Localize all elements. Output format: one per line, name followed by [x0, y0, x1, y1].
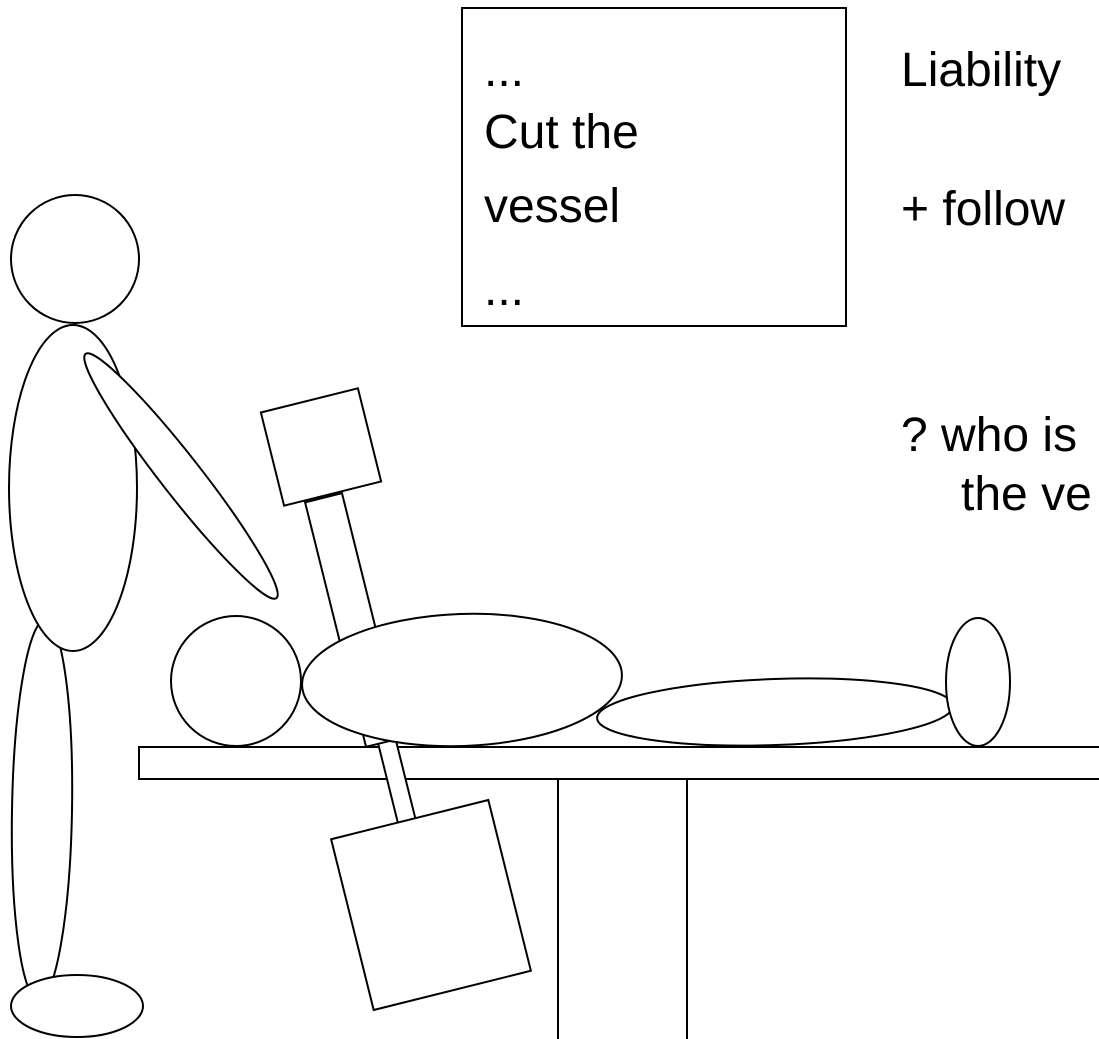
robot-base-box — [329, 798, 533, 1012]
instruction-note-box: ... Cut the vessel ... — [461, 7, 847, 327]
robot-tool-head — [259, 387, 383, 507]
side-text-the-vessel: the ve — [961, 468, 1092, 521]
surgeon-leg — [10, 619, 74, 1001]
patient-foot — [945, 617, 1011, 747]
table-leg — [557, 778, 688, 1039]
patient-head — [170, 615, 302, 747]
table-top — [138, 746, 1099, 780]
surgeon-foot — [10, 974, 144, 1038]
patient-legs — [596, 677, 954, 747]
side-text-follow: + follow — [901, 183, 1066, 236]
side-text-liability: Liability — [901, 44, 1062, 97]
note-line-1: ... — [484, 44, 525, 97]
surgeon-head — [10, 194, 140, 324]
note-line-4: ... — [484, 263, 525, 316]
surgeon-body — [8, 324, 138, 652]
surgeon-arm — [83, 352, 279, 600]
note-line-3: vessel — [484, 180, 621, 233]
side-text-who-is: ? who is — [901, 409, 1078, 462]
note-line-2: Cut the — [484, 106, 639, 159]
patient-torso — [301, 612, 623, 748]
